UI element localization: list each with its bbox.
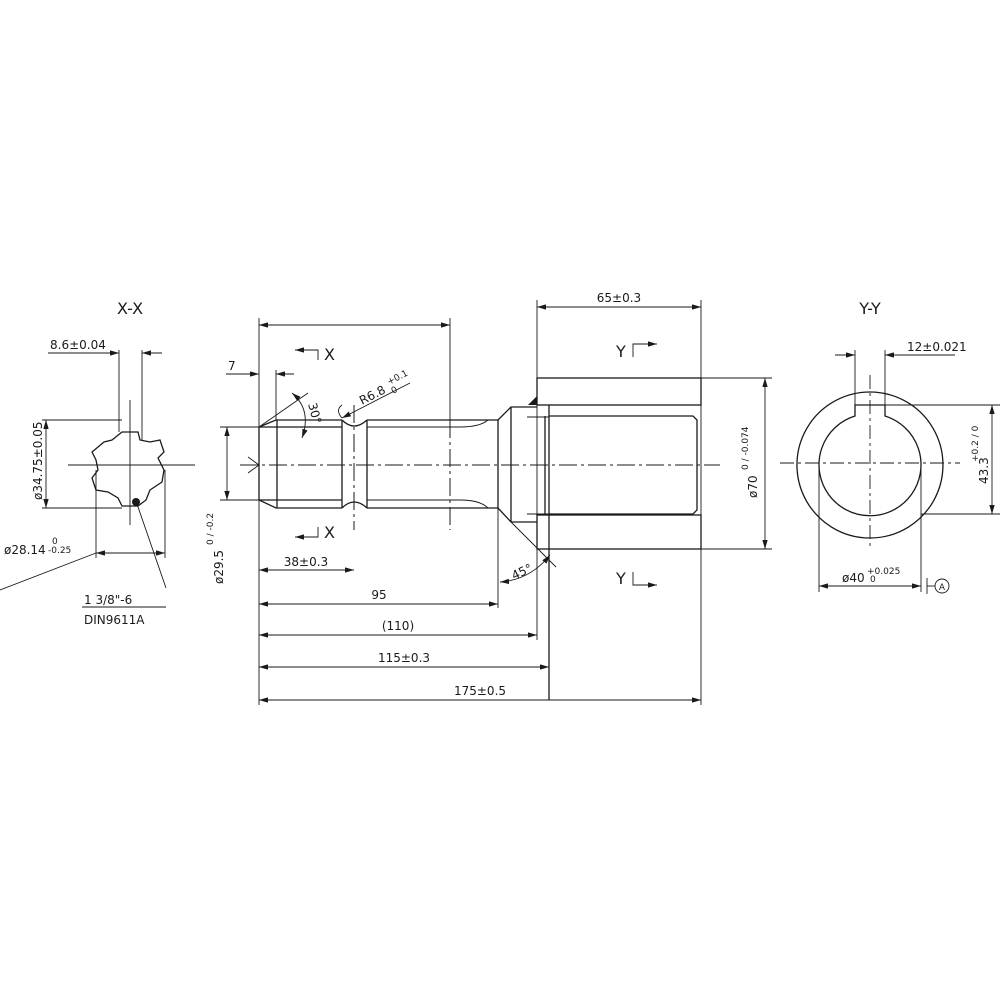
dim-outer-diameter: ø34.75±0.05: [31, 422, 45, 500]
tol-upper: 0: [52, 537, 58, 547]
datum-label: A: [939, 583, 946, 593]
dim-115: 115±0.3: [378, 651, 430, 665]
section-marker-x-bottom: X: [324, 523, 335, 542]
spline-marker-dot: [132, 498, 140, 506]
dim-65: 65±0.3: [597, 291, 641, 305]
datum-symbol: [934, 578, 950, 594]
section-marker-y-bottom: Y: [615, 569, 626, 588]
dim-angle-30: 30°: [305, 401, 324, 425]
dim-angle-45: 45°: [509, 561, 534, 583]
dim-shaft-diameter: ø29.5: [212, 550, 226, 584]
section-marker-x-top: X: [324, 345, 335, 364]
bush-ring-section: [796, 391, 944, 539]
radius-tol-lower: 0: [390, 385, 400, 397]
main-view: X X Y Y 65±0.3 7 30° R6.8 +0.1 0: [206, 291, 772, 705]
outer-70-tol: 0 / -0.074: [741, 426, 751, 470]
dim-outer-70: ø70: [746, 475, 760, 498]
weld-mark: [528, 396, 537, 405]
dim-key-depth: 43.3: [977, 457, 991, 484]
section-yy-title: Y-Y: [858, 299, 881, 318]
dim-bore: ø40: [842, 571, 865, 585]
dim-inner-diameter: ø28.14: [4, 543, 46, 557]
dim-175: 175±0.5: [454, 684, 506, 698]
shaft-body: [367, 419, 498, 509]
tol-lower: -0.25: [48, 546, 71, 556]
spline-spec: 1 3/8"-6: [84, 593, 132, 607]
dim-38: 38±0.3: [284, 555, 328, 569]
bush-wall-top: [536, 377, 702, 406]
dim-110: (110): [382, 619, 414, 633]
section-xx-title: X-X: [117, 299, 143, 318]
bore-tol-lower: 0: [870, 575, 876, 585]
section-xx: X-X 8.6±0.04 ø34.75±0.05 ø28.14 0 -0.25 …: [0, 299, 195, 627]
dim-7: 7: [228, 359, 236, 373]
section-yy: Y-Y 12±0.021 43.3 +0.2 / 0 ø40 +0.025 0 …: [780, 299, 1000, 594]
dim-95: 95: [371, 588, 386, 602]
spline-standard: DIN9611A: [84, 613, 145, 627]
bore-tol-upper: +0.025: [867, 567, 900, 577]
section-marker-y-top: Y: [615, 342, 626, 361]
dim-spline-width: 8.6±0.04: [50, 338, 106, 352]
threaded-end: [258, 419, 342, 509]
spline-profile: [91, 431, 165, 507]
key-depth-tol: +0.2 / 0: [971, 425, 981, 462]
dim-radius: R6.8: [357, 383, 388, 408]
bush-wall-bottom: [536, 514, 702, 550]
dim-keyway: 12±0.021: [907, 340, 967, 354]
shaft-tol: 0 / -0.2: [206, 513, 216, 545]
